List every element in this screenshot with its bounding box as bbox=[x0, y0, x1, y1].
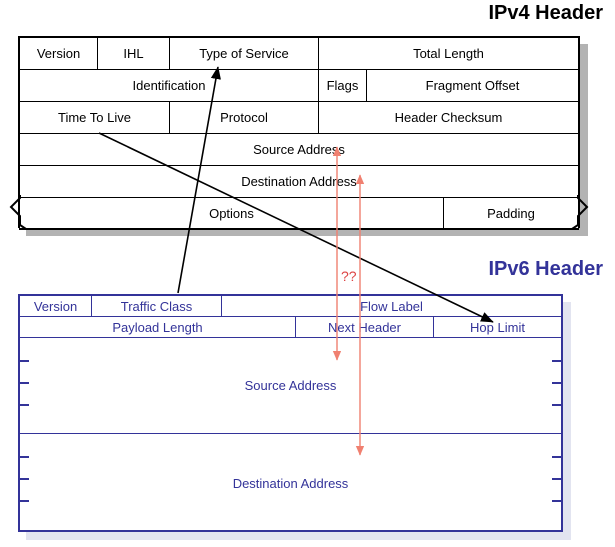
ipv4-row-6: Options Padding bbox=[20, 198, 578, 229]
address-tick-left bbox=[20, 478, 29, 480]
address-tick-left bbox=[20, 382, 29, 384]
ipv4-row-5: Destination Address bbox=[20, 166, 578, 198]
ipv6-source-address-label: Source Address bbox=[244, 378, 337, 393]
ipv6-header-table: Version Traffic Class Flow Label Payload… bbox=[18, 294, 563, 532]
ipv4-row-2: Identification Flags Fragment Offset bbox=[20, 70, 578, 102]
address-tick-right bbox=[552, 382, 561, 384]
address-tick-right bbox=[552, 360, 561, 362]
ipv4-field-protocol: Protocol bbox=[170, 102, 319, 133]
ipv6-field-payload-length: Payload Length bbox=[20, 317, 296, 337]
ipv4-row-4: Source Address bbox=[20, 134, 578, 166]
address-tick-right bbox=[552, 478, 561, 480]
ipv4-row-3: Time To Live Protocol Header Checksum bbox=[20, 102, 578, 134]
ipv4-field-total-length: Total Length bbox=[413, 46, 484, 61]
address-tick-left bbox=[20, 500, 29, 502]
ipv6-field-hop-limit: Hop Limit bbox=[470, 319, 525, 335]
ipv6-field-version: Version bbox=[20, 296, 92, 316]
ipv6-header-title: IPv6 Header bbox=[488, 258, 603, 280]
ipv4-field-time-to-live: Time To Live bbox=[20, 102, 170, 133]
ipv4-field-source-address: Source Address bbox=[253, 142, 345, 157]
ipv6-destination-address-label: Destination Address bbox=[232, 475, 349, 491]
ipv6-field-source-address: Source Address bbox=[20, 338, 561, 434]
ipv4-field-fragment-offset: Fragment Offset bbox=[425, 78, 520, 93]
ipv6-row-2: Payload Length Next Header Hop Limit bbox=[20, 317, 561, 338]
ipv4-field-flags: Flags bbox=[319, 70, 367, 101]
ipv6-field-flow-label: Flow Label bbox=[360, 298, 423, 314]
ipv4-field-padding: Padding bbox=[487, 206, 535, 221]
address-tick-right bbox=[552, 500, 561, 502]
question-marks-annotation: ?? bbox=[341, 268, 357, 284]
address-tick-left bbox=[20, 360, 29, 362]
ipv4-field-type-of-service: Type of Service bbox=[170, 38, 319, 69]
ipv6-row-1: Version Traffic Class Flow Label bbox=[20, 296, 561, 317]
ipv4-field-options: Options bbox=[20, 198, 444, 229]
address-tick-left bbox=[20, 456, 29, 458]
address-tick-left bbox=[20, 404, 29, 406]
ipv4-field-destination-address: Destination Address bbox=[241, 174, 357, 189]
ipv6-field-next-header: Next Header bbox=[296, 317, 434, 337]
ipv4-row-1: Version IHL Type of Service Total Length bbox=[20, 38, 578, 70]
ipv4-header-title: IPv4 Header bbox=[488, 2, 603, 24]
address-tick-right bbox=[552, 456, 561, 458]
ipv4-field-header-checksum: Header Checksum bbox=[394, 110, 503, 125]
ipv4-field-ihl: IHL bbox=[98, 38, 170, 69]
ipv4-field-identification: Identification bbox=[20, 70, 319, 101]
ipv4-header-table: Version IHL Type of Service Total Length… bbox=[18, 36, 580, 229]
address-tick-right bbox=[552, 404, 561, 406]
ipv6-field-traffic-class: Traffic Class bbox=[92, 296, 222, 316]
ipv4-field-version: Version bbox=[20, 38, 98, 69]
ipv6-field-destination-address: Destination Address bbox=[20, 434, 561, 532]
